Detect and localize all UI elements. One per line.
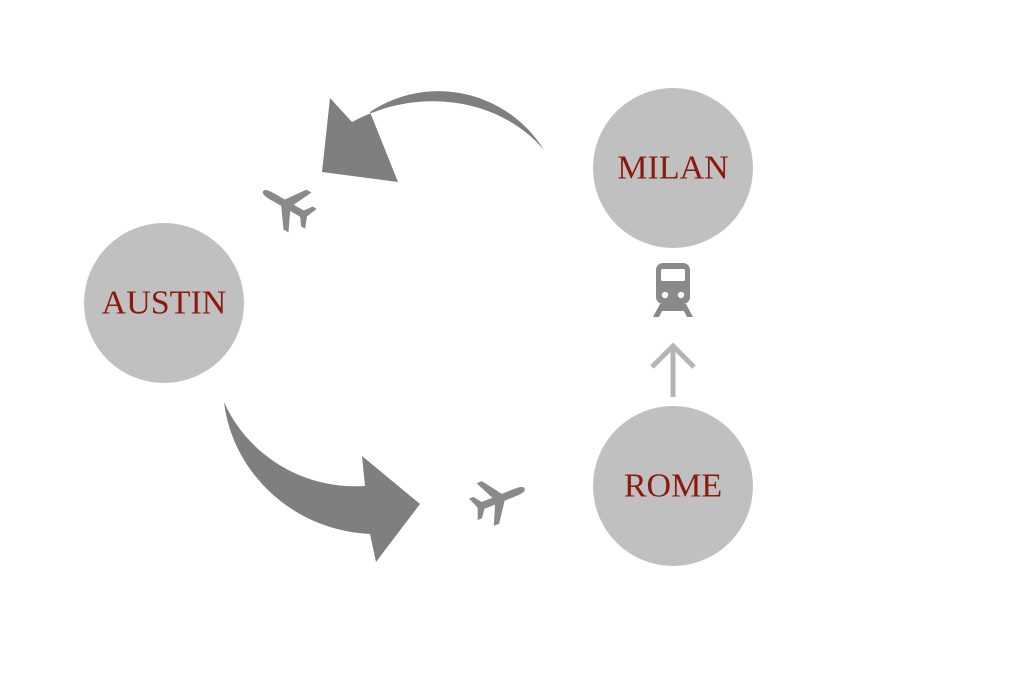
city-label-rome: ROME xyxy=(624,468,722,505)
city-node-rome: ROME xyxy=(593,406,753,566)
airplane-icon xyxy=(469,481,525,526)
curved-arrow-austin-to-rome xyxy=(224,402,420,562)
airplane-icon xyxy=(262,189,317,233)
train-icon xyxy=(653,263,693,317)
city-node-milan: MILAN xyxy=(593,88,753,248)
thin-arrow-rome-to-milan xyxy=(650,342,696,397)
city-label-milan: MILAN xyxy=(617,150,728,187)
curved-arrow-milan-to-austin xyxy=(322,91,544,182)
city-label-austin: AUSTIN xyxy=(102,285,227,322)
city-node-austin: AUSTIN xyxy=(84,223,244,383)
